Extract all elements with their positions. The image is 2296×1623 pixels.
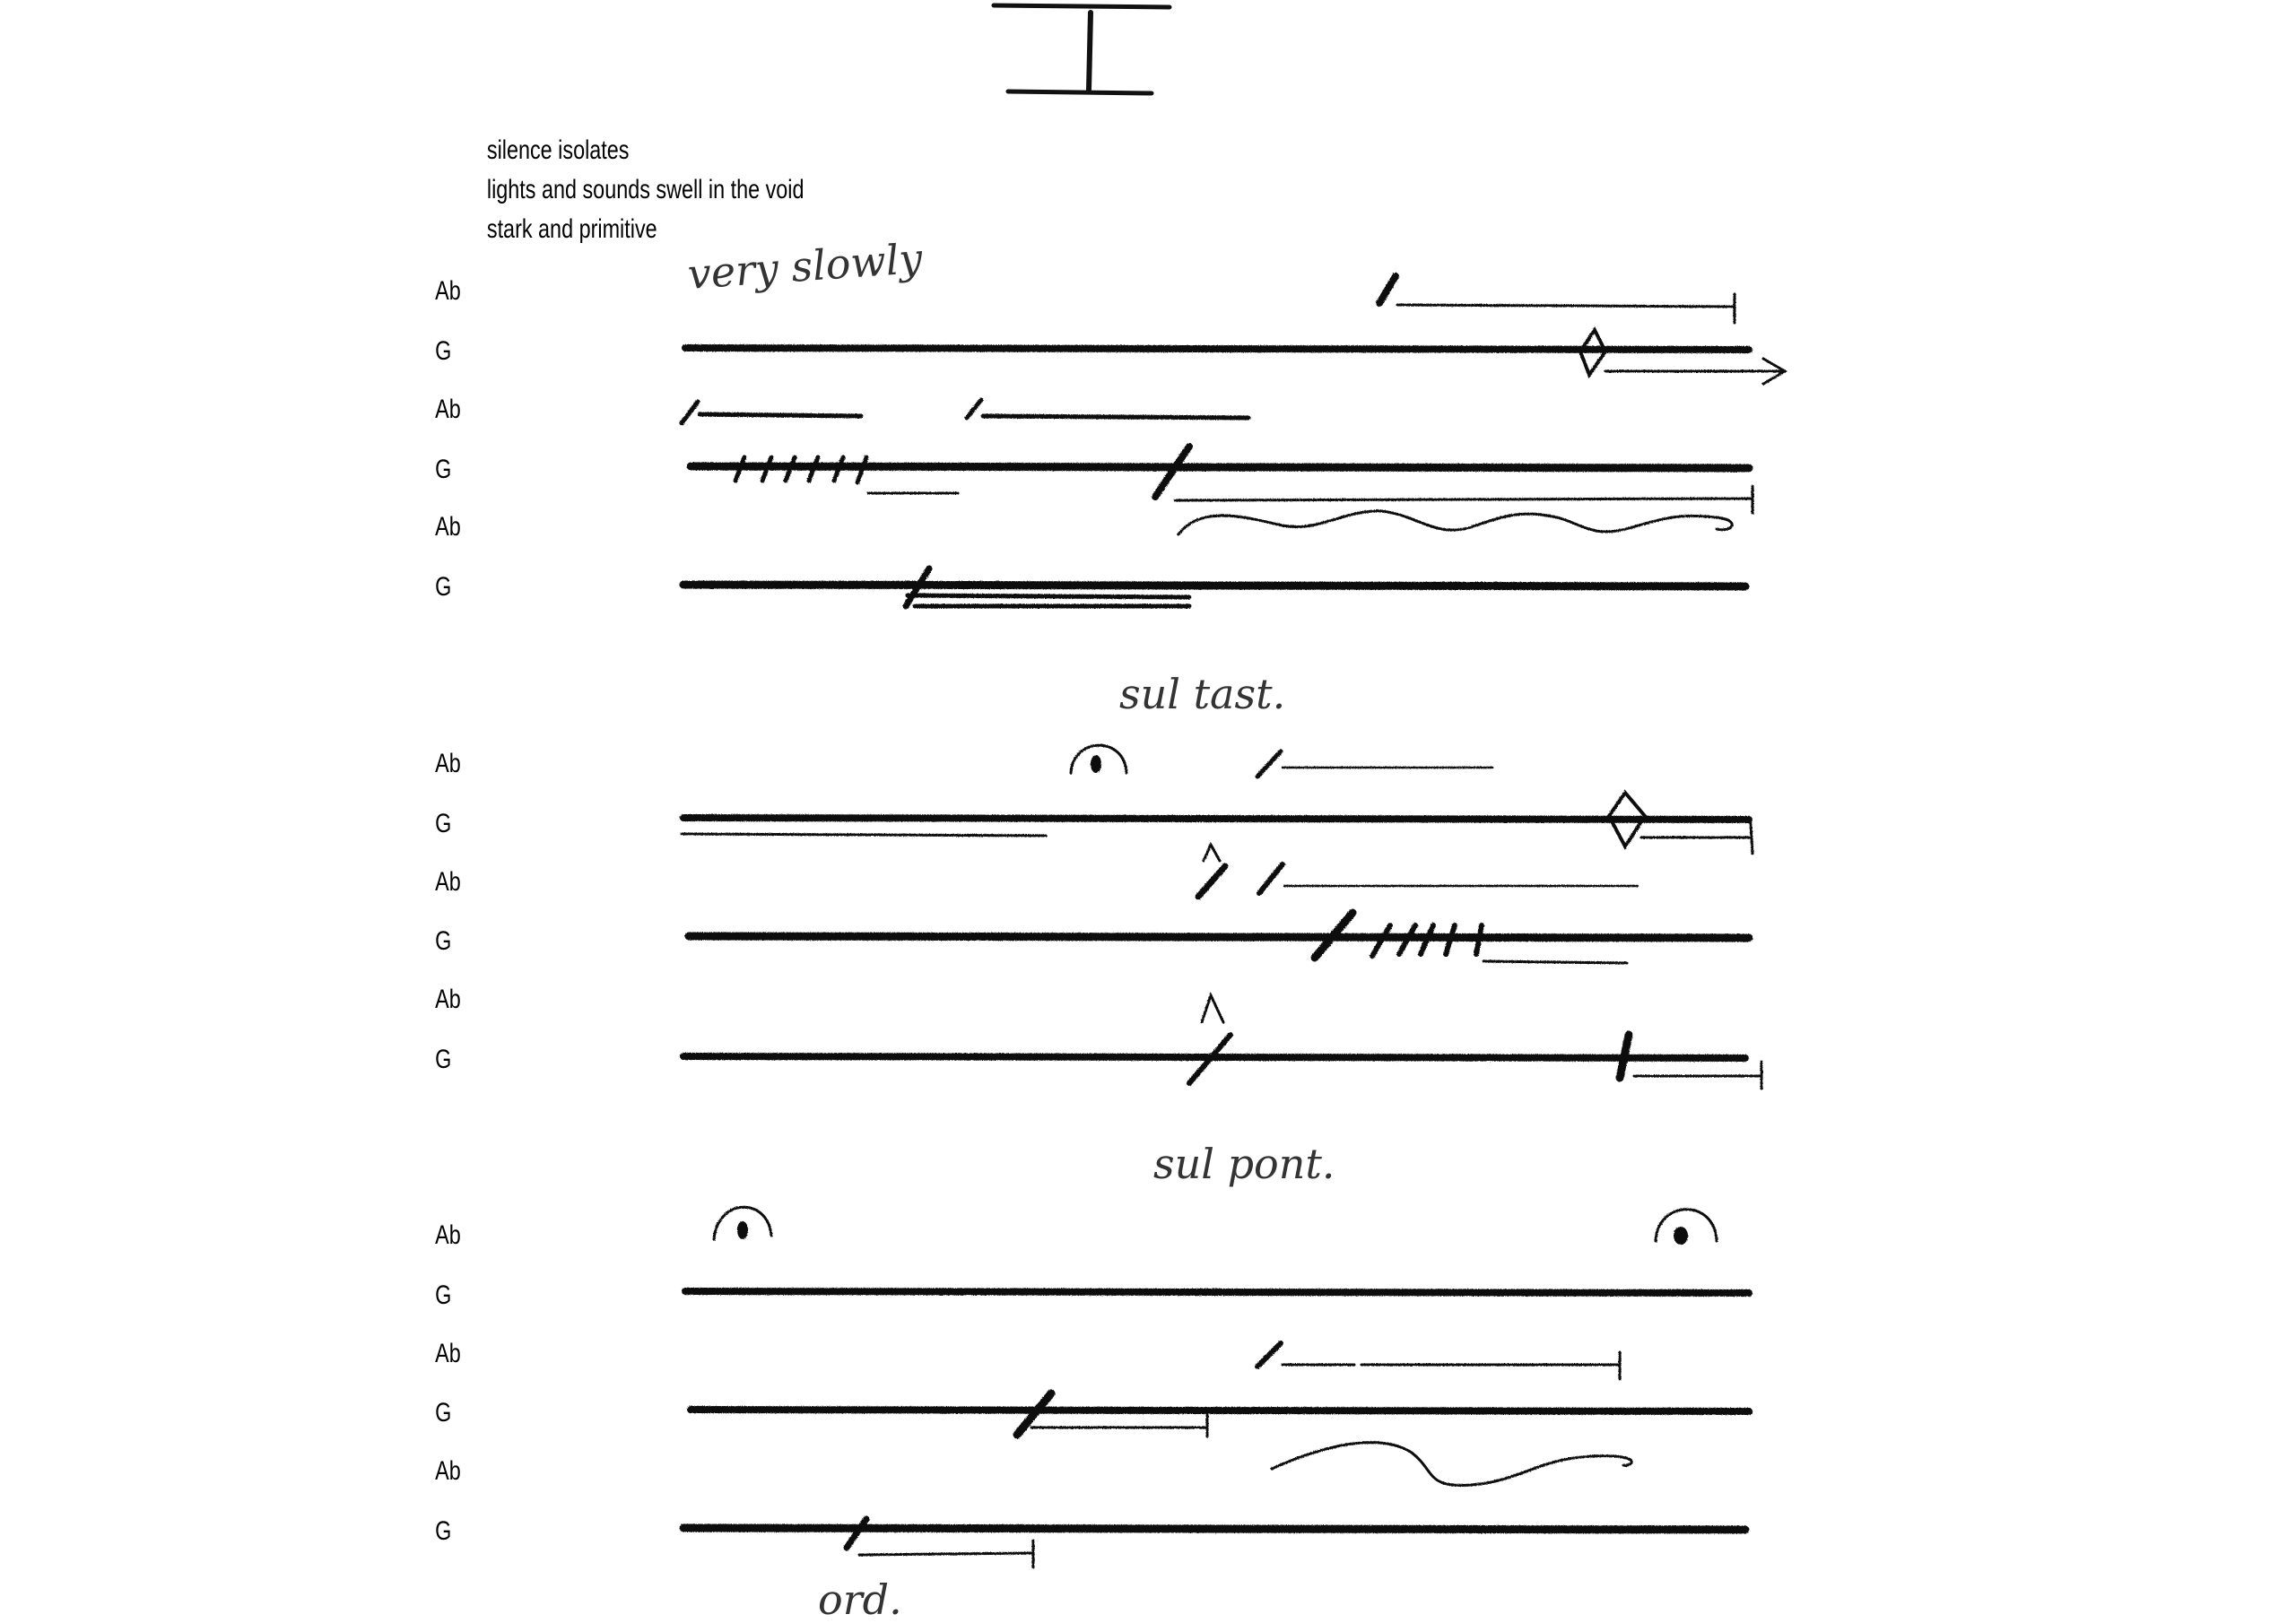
attack-stroke [679,399,700,426]
sustain-line [697,412,864,419]
staff-label: Ab [435,748,461,777]
staff-label: G [435,1280,451,1309]
staff-label: G [435,454,451,483]
technique-marking: sul tast. [1119,670,1285,718]
attack-stroke [1152,443,1193,500]
system-1: very slowly Ab G Ab G Ab G [435,234,1787,610]
accent-icon [1200,991,1225,1024]
sustain-line [1396,303,1736,308]
attack-stroke [1255,1341,1283,1369]
attack-stroke [902,565,933,610]
staff-line [679,580,1750,591]
system-3: sul pont. Ab G Ab G Ab G [435,1140,1752,1569]
harmonic-diamond [1606,789,1648,850]
sustain-line [1173,497,1754,502]
technique-marking-final: ord. [818,1575,902,1623]
staff-label: Ab [435,275,461,305]
staff-line [686,462,1753,473]
staff-label: G [435,571,451,601]
staff-label: Ab [435,984,461,1013]
attack-stroke [1376,273,1399,307]
attack-stroke [1615,1030,1633,1082]
staff-line [687,1406,1752,1415]
staff-label: G [435,1397,451,1427]
staff-label: Ab [435,1219,461,1249]
epigraph-line-1: silence isolates [487,135,630,164]
fermata-icon [712,1205,773,1241]
staff-label: G [435,808,451,838]
technique-marking: sul pont. [1153,1140,1335,1188]
attack-stroke [1255,749,1283,779]
staff-label: G [435,335,451,365]
sustain-line [857,1551,1035,1557]
staff-label: Ab [435,1455,461,1485]
epigraph-line-2: lights and sounds swell in the void [487,174,804,204]
arrow-head [1761,357,1787,386]
tempo-marking: very slowly [686,234,925,299]
staff-line [682,344,1752,353]
tremolo-strokes [1310,908,1484,962]
attack-stroke [843,1515,870,1551]
staff-line [680,814,1752,823]
attack-stroke [1187,1032,1233,1086]
epigraph: silence isolates lights and sounds swell… [487,135,804,243]
fermata-icon [1654,1208,1718,1245]
staff-label: G [435,925,451,955]
attack-stroke [1195,863,1229,900]
staff-label: Ab [435,1338,461,1367]
accent-icon [1202,841,1222,863]
movement-numeral-graphic [991,3,1172,96]
staff-line [684,932,1753,942]
stop-tick [1749,821,1754,855]
harmonic-diamond [1578,326,1608,379]
sustain-line [980,413,1251,421]
staff-label: Ab [435,394,461,423]
sustain-line [680,832,1048,838]
tremolo-strokes [733,455,869,485]
staff-label: G [435,1515,451,1545]
sustain-line [905,593,1192,600]
vibrato-wave [1177,509,1734,536]
system-2: sul tast. Ab G Ab G Ab G [435,670,1763,1090]
fermata-icon [1069,743,1128,775]
staff-label: Ab [435,511,461,541]
attack-stroke [964,397,984,421]
attack-stroke [1257,862,1285,896]
glissando-curve [1270,1441,1633,1488]
sustain-line [1482,959,1629,965]
staff-line [679,1523,1750,1534]
staff-label: G [435,1044,451,1073]
staff-line [682,1288,1752,1297]
epigraph-line-3: stark and primitive [487,213,657,243]
attack-stroke [1013,1389,1056,1439]
staff-label: Ab [435,866,461,896]
